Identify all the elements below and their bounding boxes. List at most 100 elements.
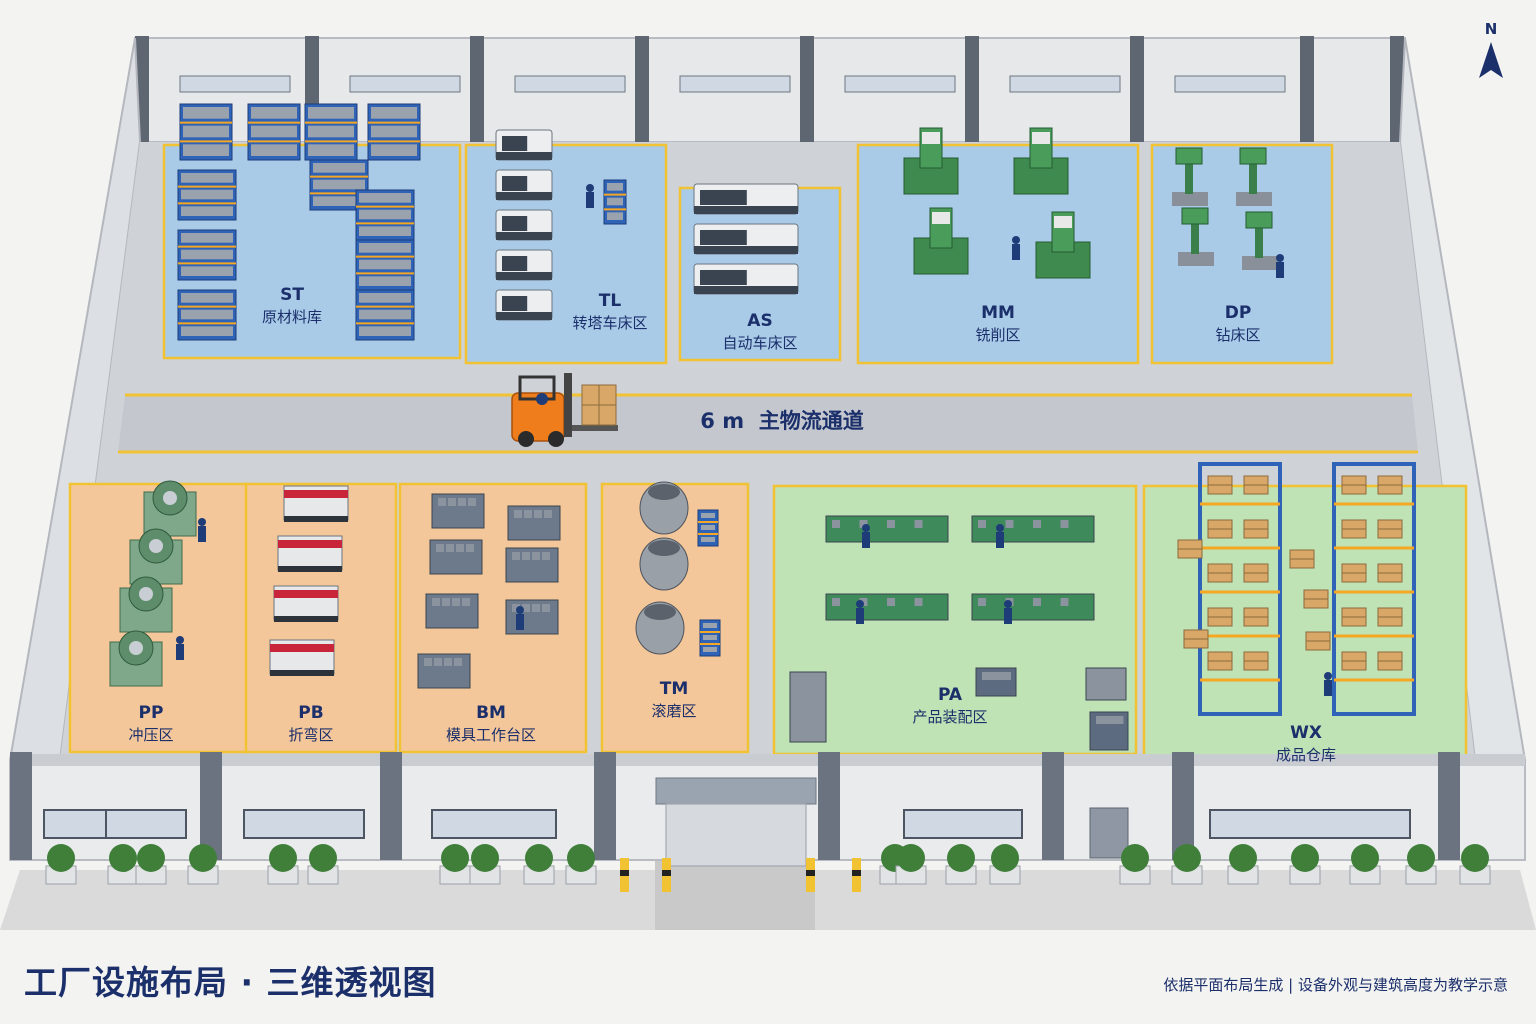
window <box>1209 809 1411 839</box>
zone-name-tl: 转塔车床区 <box>572 314 647 332</box>
zone-code-pp: PP <box>139 703 164 723</box>
shrub <box>1291 844 1319 872</box>
zone-name-dp: 钻床区 <box>1215 326 1260 344</box>
bollard-band <box>852 870 861 876</box>
pillar <box>594 752 616 860</box>
shrub <box>137 844 165 872</box>
window <box>105 809 187 839</box>
zone-name-tm: 滚磨区 <box>651 702 696 720</box>
window <box>1174 75 1286 93</box>
zone-code-st: ST <box>280 285 304 305</box>
bollard-band <box>620 870 629 876</box>
equipment <box>109 103 1416 751</box>
equipment-as <box>693 183 799 295</box>
pillar <box>380 752 402 860</box>
zone-name-mm: 铣削区 <box>975 326 1020 344</box>
pillar <box>1042 752 1064 860</box>
zone-code-bm: BM <box>476 703 506 723</box>
zone-code-pa: PA <box>938 685 963 705</box>
equipment-pa <box>789 515 1129 751</box>
back-wall-pillars <box>135 36 1404 144</box>
bollards <box>620 858 861 892</box>
forklift <box>511 373 618 447</box>
shrub <box>441 844 469 872</box>
zone-code-tl: TL <box>599 291 622 311</box>
pillar <box>965 36 979 144</box>
window <box>349 75 461 93</box>
equipment-tm <box>635 481 721 657</box>
pillar <box>10 752 32 860</box>
main-aisle <box>118 395 1418 452</box>
equipment-pb <box>269 485 349 676</box>
zone-code-mm: MM <box>981 303 1015 323</box>
pillar <box>1130 36 1144 144</box>
zone-code-wx: WX <box>1290 723 1322 743</box>
north-arrow-icon <box>1479 42 1503 78</box>
shrub <box>1173 844 1201 872</box>
equipment-mm <box>903 127 1091 279</box>
zone-code-pb: PB <box>298 703 323 723</box>
bollard-band <box>662 870 671 876</box>
equipment-bm <box>417 493 561 689</box>
back-wall-windows <box>179 75 1286 93</box>
shrub <box>309 844 337 872</box>
equipment-st <box>177 103 421 341</box>
shrub <box>947 844 975 872</box>
pillar <box>635 36 649 144</box>
zone-name-pb: 折弯区 <box>288 726 333 744</box>
side-door <box>1089 807 1129 859</box>
shrub <box>189 844 217 872</box>
shrub <box>471 844 499 872</box>
footnote: 依据平面布局生成 | 设备外观与建筑高度为教学示意 <box>1163 976 1508 994</box>
pillar <box>1438 752 1460 860</box>
pillar <box>800 36 814 144</box>
zone-name-pp: 冲压区 <box>128 726 173 744</box>
shrub <box>1407 844 1435 872</box>
bollard-band <box>806 870 815 876</box>
shrub <box>109 844 137 872</box>
equipment-dp <box>1172 147 1284 278</box>
pillar <box>818 752 840 860</box>
shrub <box>1461 844 1489 872</box>
shrub <box>991 844 1019 872</box>
pillar <box>1300 36 1314 144</box>
zone-name-st: 原材料库 <box>262 308 322 326</box>
pillar <box>200 752 222 860</box>
shrub <box>897 844 925 872</box>
equipment-pp <box>109 480 206 687</box>
entrance-driveway <box>655 860 815 930</box>
zone-code-dp: DP <box>1225 303 1252 323</box>
page-title: 工厂设施布局 · 三维透视图 <box>24 963 437 1002</box>
zone-dp <box>1150 143 1334 365</box>
window <box>431 809 557 839</box>
window <box>243 809 365 839</box>
shrub <box>47 844 75 872</box>
pillar <box>1172 752 1194 860</box>
zone-code-as: AS <box>747 311 772 331</box>
equipment-tl <box>495 129 627 321</box>
zone-name-as: 自动车床区 <box>722 334 797 352</box>
front-wall-windows <box>43 809 1411 839</box>
main-aisle-label: 6 m 主物流通道 <box>700 409 863 433</box>
window <box>679 75 791 93</box>
window <box>1009 75 1121 93</box>
zone-name-wx: 成品仓库 <box>1276 746 1336 764</box>
window <box>903 809 1023 839</box>
shrub <box>269 844 297 872</box>
shrub <box>567 844 595 872</box>
north-arrow: N <box>1479 20 1503 78</box>
window <box>844 75 956 93</box>
zone-code-tm: TM <box>660 679 689 699</box>
entrance-opening <box>665 803 807 867</box>
entrance-canopy <box>655 777 817 805</box>
equipment-wx <box>1177 462 1416 716</box>
window <box>514 75 626 93</box>
front-wall-pillars <box>10 752 1460 860</box>
north-label: N <box>1485 20 1498 38</box>
zone-name-bm: 模具工作台区 <box>446 726 536 744</box>
zone-name-pa: 产品装配区 <box>912 708 987 726</box>
window <box>179 75 291 93</box>
zone-labels: ST 原材料库 TL 转塔车床区 AS 自动车床区 MM 铣削区 DP 钻床区 PP 冲压区 PB 折弯区… <box>128 285 1336 764</box>
shrub <box>525 844 553 872</box>
